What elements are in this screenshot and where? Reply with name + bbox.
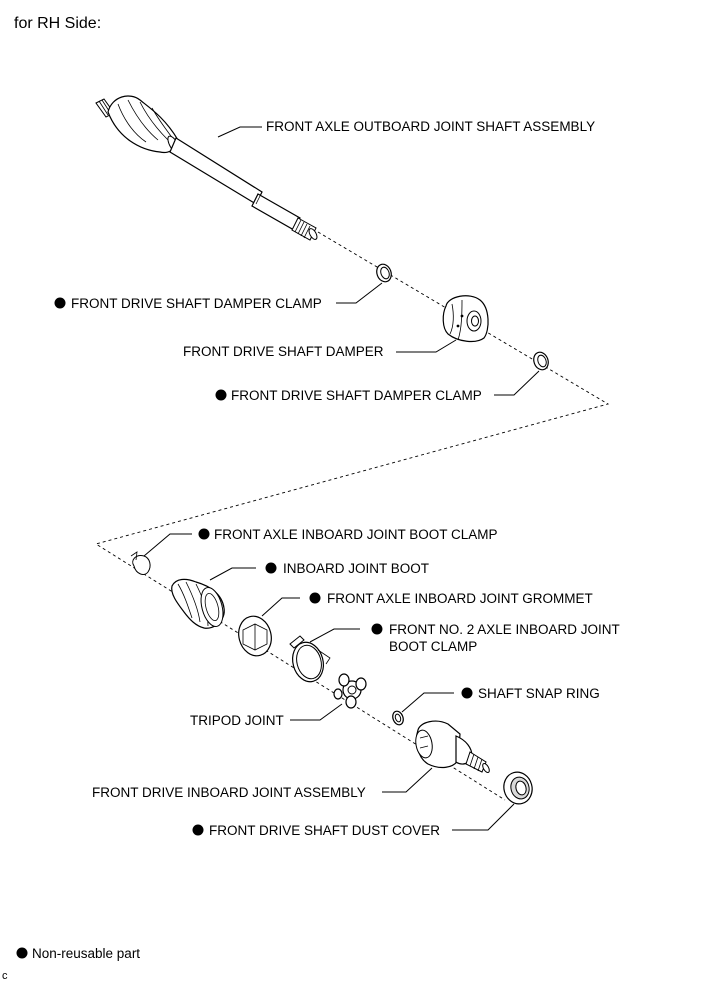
no2-boot-clamp-drawing: [289, 635, 331, 683]
inboard-grommet-drawing: [238, 615, 272, 657]
damper-clamp-2-drawing: [533, 351, 549, 371]
non-reusable-marker-icon: [54, 297, 66, 309]
label-inboard-boot-clamp: FRONT AXLE INBOARD JOINT BOOT CLAMP: [214, 527, 498, 542]
non-reusable-marker-icon: [265, 562, 277, 574]
page-header: for RH Side:: [14, 15, 101, 32]
label-damper-clamp-1: FRONT DRIVE SHAFT DAMPER CLAMP: [71, 296, 322, 311]
non-reusable-marker-icon: [215, 389, 227, 401]
shaft-snap-ring-drawing: [392, 710, 404, 726]
legend-non-reusable-icon: [16, 947, 28, 959]
label-inboard-boot: INBOARD JOINT BOOT: [283, 561, 429, 576]
dust-cover-drawing: [503, 771, 533, 805]
inboard-boot-drawing: [171, 578, 225, 629]
label-no2-boot-clamp-line2: BOOT CLAMP: [389, 639, 477, 654]
inboard-joint-assembly-drawing: [415, 720, 490, 774]
inboard-boot-clamp-drawing: [130, 551, 151, 575]
label-inboard-grommet: FRONT AXLE INBOARD JOINT GROMMET: [327, 591, 593, 606]
label-damper-clamp-2: FRONT DRIVE SHAFT DAMPER CLAMP: [231, 388, 482, 403]
label-inboard-joint-assembly: FRONT DRIVE INBOARD JOINT ASSEMBLY: [92, 785, 366, 800]
damper-drawing: [442, 295, 489, 343]
outboard-joint-shaft-drawing: [95, 95, 318, 241]
footer-code: c: [2, 970, 8, 982]
label-damper: FRONT DRIVE SHAFT DAMPER: [183, 344, 384, 359]
damper-clamp-1-drawing: [376, 263, 392, 283]
non-reusable-marker-icon: [192, 824, 204, 836]
non-reusable-marker-icon: [198, 528, 210, 540]
assembly-centerline: [94, 231, 610, 801]
non-reusable-marker-icon: [461, 687, 473, 699]
label-outboard-joint-shaft: FRONT AXLE OUTBOARD JOINT SHAFT ASSEMBLY: [266, 119, 595, 134]
legend-non-reusable-text: Non-reusable part: [32, 946, 140, 961]
label-no2-boot-clamp-line1: FRONT NO. 2 AXLE INBOARD JOINT: [389, 622, 620, 637]
tripod-joint-drawing: [333, 673, 367, 709]
non-reusable-marker-icon: [309, 592, 321, 604]
non-reusable-marker-icon: [371, 623, 383, 635]
label-tripod-joint: TRIPOD JOINT: [190, 713, 284, 728]
label-shaft-snap-ring: SHAFT SNAP RING: [478, 686, 600, 701]
label-dust-cover: FRONT DRIVE SHAFT DUST COVER: [209, 823, 440, 838]
